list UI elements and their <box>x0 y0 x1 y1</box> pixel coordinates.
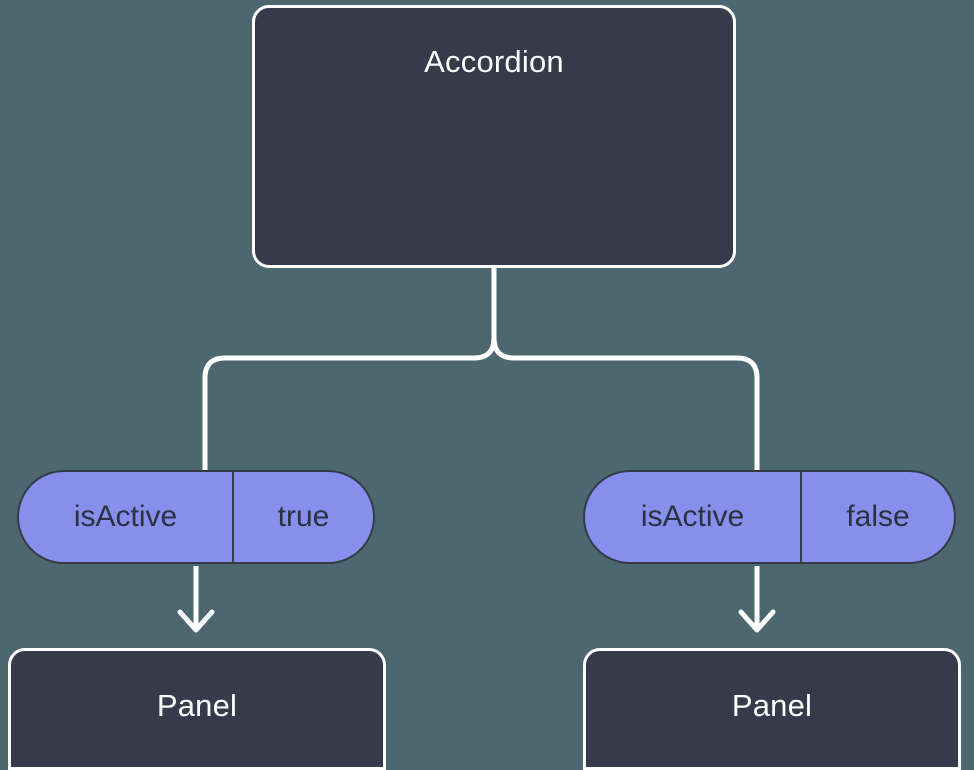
prop-pill-is-active-false-key: isActive <box>585 472 802 562</box>
prop-pill-is-active-true-value: true <box>277 500 330 533</box>
node-accordion[interactable]: Accordion <box>252 5 736 268</box>
connector-split-path <box>202 263 497 475</box>
connector-split-path-right <box>491 263 760 475</box>
down-arrow-icon-left <box>177 566 215 633</box>
node-accordion-label: Accordion <box>424 44 564 79</box>
node-panel-right-label: Panel <box>731 687 813 723</box>
prop-pill-is-active-false[interactable]: isActive false <box>583 470 956 564</box>
node-panel-right[interactable]: Panel <box>583 648 961 770</box>
prop-pill-is-active-true-key: isActive <box>19 472 234 562</box>
node-panel-left-label: Panel <box>156 687 238 723</box>
prop-pill-is-active-false-value: false <box>846 500 910 533</box>
prop-pill-is-active-true[interactable]: isActive true <box>17 470 375 564</box>
node-panel-left[interactable]: Panel <box>8 648 386 770</box>
down-arrow-icon-right <box>738 566 776 633</box>
